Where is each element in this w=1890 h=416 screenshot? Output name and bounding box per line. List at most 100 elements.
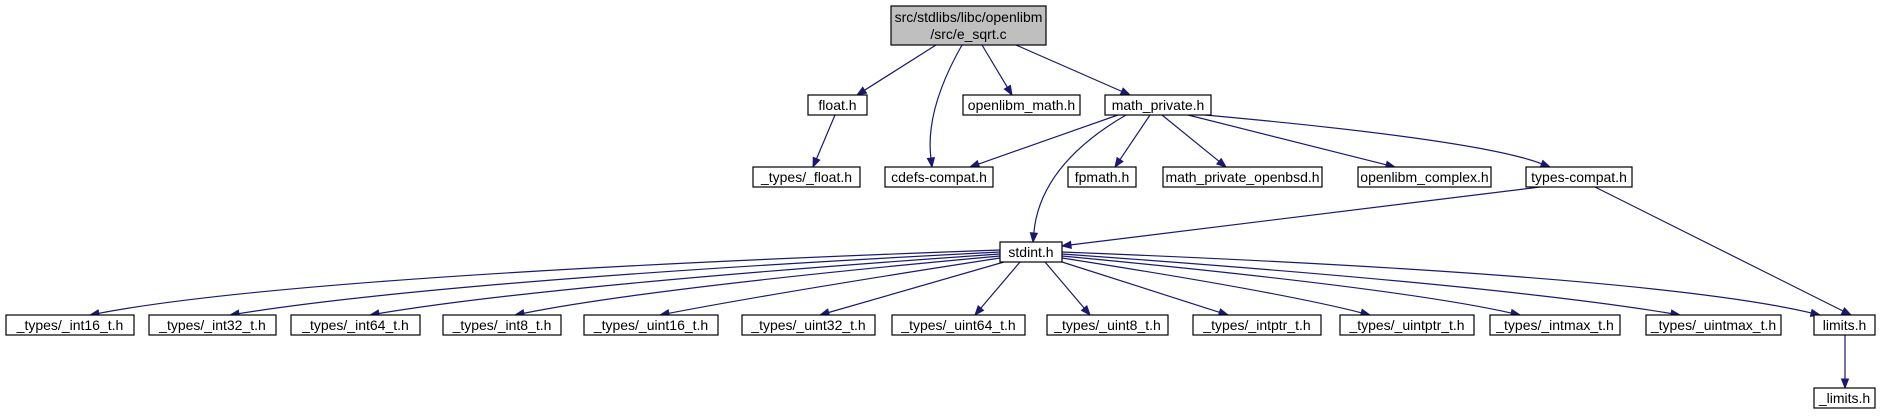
node-box xyxy=(741,314,876,336)
node-box xyxy=(442,314,562,336)
node-box xyxy=(1813,314,1876,336)
edge-line xyxy=(1119,114,1151,160)
node-label: cdefs-compat.h xyxy=(891,169,987,185)
arrowhead xyxy=(1215,157,1228,168)
node-intptr-t-h[interactable]: _types/_intptr_t.h xyxy=(1192,314,1322,336)
node-uintmax-t-h[interactable]: _types/_uintmax_t.h xyxy=(1645,314,1782,336)
node-label: openlibm_complex.h xyxy=(1360,169,1488,185)
edge-types_compat_h-to-limits_h xyxy=(1594,186,1853,316)
node-box xyxy=(1339,314,1475,336)
node-uint16-t-h[interactable]: _types/_uint16_t.h xyxy=(583,314,719,336)
node-box xyxy=(1104,94,1212,116)
edge-stdint_h-to-uint64_t_h xyxy=(974,261,1021,317)
node-label: _types/_float.h xyxy=(760,169,852,185)
node-uint64-t-h[interactable]: _types/_uint64_t.h xyxy=(891,314,1026,336)
edge-math_private_h-to-math_private_openbsd_h xyxy=(1161,114,1228,168)
node-uint8-t-h[interactable]: _types/_uint8_t.h xyxy=(1046,314,1169,336)
edge-line xyxy=(980,261,1021,309)
node-root[interactable]: src/stdlibs/libc/openlibm/src/e_sqrt.c xyxy=(890,5,1047,46)
edge-line xyxy=(523,255,1001,314)
arrowhead xyxy=(1060,240,1072,250)
node-limits-limits-h[interactable]: _limits.h xyxy=(1813,387,1876,409)
node-types-compat-h[interactable]: types-compat.h xyxy=(1525,166,1633,188)
node-box xyxy=(148,314,277,336)
node-box xyxy=(1489,314,1621,336)
node-label: limits.h xyxy=(1823,317,1867,333)
node-box xyxy=(5,314,135,336)
node-uintptr-t-h[interactable]: _types/_uintptr_t.h xyxy=(1339,314,1475,336)
edge-math_private_h-to-cdefs_compat_h xyxy=(968,114,1119,168)
node-box xyxy=(1192,314,1322,336)
node-label: math_private.h xyxy=(1112,97,1205,113)
edge-line xyxy=(1015,44,1123,92)
edge-root-to-openlibm_math_h xyxy=(981,44,1013,97)
node-math-private-h[interactable]: math_private.h xyxy=(1104,94,1212,116)
node-label: float.h xyxy=(818,97,856,113)
node-uint32-t-h[interactable]: _types/_uint32_t.h xyxy=(741,314,876,336)
node-int64-t-h[interactable]: _types/_int64_t.h xyxy=(290,314,421,336)
node-label: /src/e_sqrt.c xyxy=(930,26,1006,42)
edge-line xyxy=(378,253,1001,315)
edge-line xyxy=(1061,261,1220,313)
node-box xyxy=(884,166,994,188)
node-intmax-t-h[interactable]: _types/_intmax_t.h xyxy=(1489,314,1621,336)
node-fpmath-h[interactable]: fpmath.h xyxy=(1067,166,1137,188)
node-box xyxy=(962,94,1081,116)
node-box xyxy=(807,94,868,116)
node-label: _types/_int64_t.h xyxy=(301,317,409,333)
node-box xyxy=(1645,314,1782,336)
edge-line xyxy=(981,44,1008,88)
edge-line xyxy=(1044,261,1085,309)
node-box xyxy=(1525,166,1633,188)
node-math-private-openbsd-h[interactable]: math_private_openbsd.h xyxy=(1162,166,1323,188)
edge-line xyxy=(978,114,1119,165)
edge-stdint_h-to-uint8_t_h xyxy=(1044,261,1091,317)
node-label: math_private_openbsd.h xyxy=(1165,169,1319,185)
edge-line xyxy=(98,249,1001,314)
node-label: src/stdlibs/libc/openlibm xyxy=(895,9,1043,25)
edge-line xyxy=(1187,114,1387,166)
node-box xyxy=(1067,166,1137,188)
arrowhead xyxy=(1840,306,1853,316)
node-int32-t-h[interactable]: _types/_int32_t.h xyxy=(148,314,277,336)
node-int8-t-h[interactable]: _types/_int8_t.h xyxy=(442,314,562,336)
node-openlibm-complex-h[interactable]: openlibm_complex.h xyxy=(1357,166,1492,188)
node-label: _types/_intptr_t.h xyxy=(1202,317,1310,333)
node-label: _types/_uint32_t.h xyxy=(750,317,865,333)
node-label: _types/_int16_t.h xyxy=(16,317,124,333)
node-openlibm-math-h[interactable]: openlibm_math.h xyxy=(962,94,1081,116)
edge-root-to-math_private_h xyxy=(1015,44,1132,96)
node-label: fpmath.h xyxy=(1075,169,1129,185)
node-label: stdint.h xyxy=(1008,244,1053,260)
edge-line xyxy=(828,261,1005,314)
node-box xyxy=(1813,387,1876,409)
arrowhead xyxy=(1119,87,1132,96)
arrowhead xyxy=(1003,84,1013,97)
node-stdint-h[interactable]: stdint.h xyxy=(999,241,1063,263)
node-label: _types/_int8_t.h xyxy=(452,317,552,333)
edge-line xyxy=(1161,114,1220,162)
edge-math_private_h-to-fpmath_h xyxy=(1114,114,1151,169)
node-int16-t-h[interactable]: _types/_int16_t.h xyxy=(5,314,135,336)
edge-root-to-cdefs_compat_h xyxy=(926,44,963,169)
node-box xyxy=(583,314,719,336)
node-limits-h[interactable]: limits.h xyxy=(1813,314,1876,336)
edge-line xyxy=(864,44,937,91)
edge-stdint_h-to-uintmax_t_h xyxy=(1061,253,1682,318)
edge-line xyxy=(1594,186,1844,312)
node-label: _types/_uint64_t.h xyxy=(900,317,1015,333)
arrowhead xyxy=(1114,156,1124,169)
edge-math_private_h-to-types_compat_h xyxy=(1204,114,1552,168)
node-types-float-h[interactable]: _types/_float.h xyxy=(752,166,861,188)
edge-stdint_h-to-int16_t_h xyxy=(88,249,1001,318)
node-label: _types/_uintmax_t.h xyxy=(1650,317,1776,333)
edge-float_h-to-types_float_h xyxy=(812,114,836,169)
node-box xyxy=(891,314,1026,336)
edge-line xyxy=(929,44,963,159)
edge-line xyxy=(1070,186,1541,246)
node-float-h[interactable]: float.h xyxy=(807,94,868,116)
node-cdefs-compat-h[interactable]: cdefs-compat.h xyxy=(884,166,994,188)
edge-line xyxy=(815,114,836,159)
node-label: _limits.h xyxy=(1818,390,1870,406)
node-label: _types/_uint8_t.h xyxy=(1053,317,1161,333)
